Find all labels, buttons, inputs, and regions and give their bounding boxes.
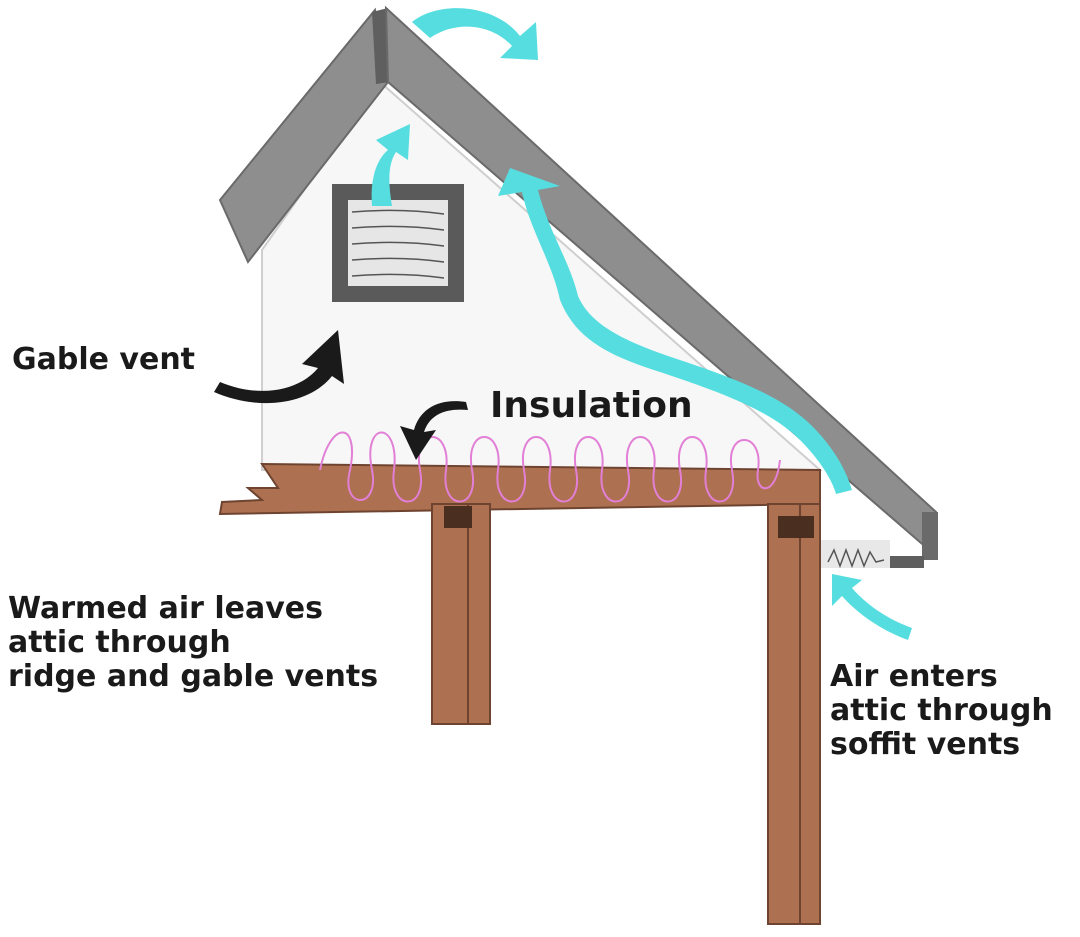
interior-stud-left [431,503,491,725]
warmed-air-label: Warmed air leaves attic through ridge an… [8,592,378,694]
soffit-airflow-arrow [832,574,912,640]
warmed-air-line-3: ridge and gable vents [8,659,379,694]
ridge-cap [372,8,390,84]
soffit-air-line-2: attic through [830,693,1053,728]
gable-vent-label: Gable vent [12,343,195,377]
ceiling-joist [218,462,821,516]
warmed-air-line-1: Warmed air leaves [8,591,323,626]
gable-vent-slats [351,209,445,279]
insulation-label: Insulation [490,386,693,426]
insulation-pointer [400,401,468,460]
soffit-trim [888,556,924,568]
soffit-air-line-3: soffit vents [830,727,1021,762]
attic-airflow-current [498,168,852,494]
stud-cap-left [444,506,472,528]
insulation-batt [319,431,781,503]
airflow-arrows [371,8,912,640]
insulation-text: Insulation [490,385,693,426]
fascia-board [922,512,938,560]
warmed-air-line-2: attic through [8,625,231,660]
soffit-vent-mesh [827,547,885,569]
stud-cap-right [778,516,814,538]
gable-vent-text: Gable vent [12,342,196,377]
exterior-stud-right [767,503,821,925]
soffit-vent [820,540,890,568]
soffit-air-line-1: Air enters [830,659,998,694]
label-arrows [214,330,468,460]
ridge-airflow-arrow [412,8,538,60]
soffit-air-label: Air enters attic through soffit vents [830,660,1053,762]
gable-airflow-arrow [371,124,410,206]
gable-vent-pointer [214,330,344,404]
